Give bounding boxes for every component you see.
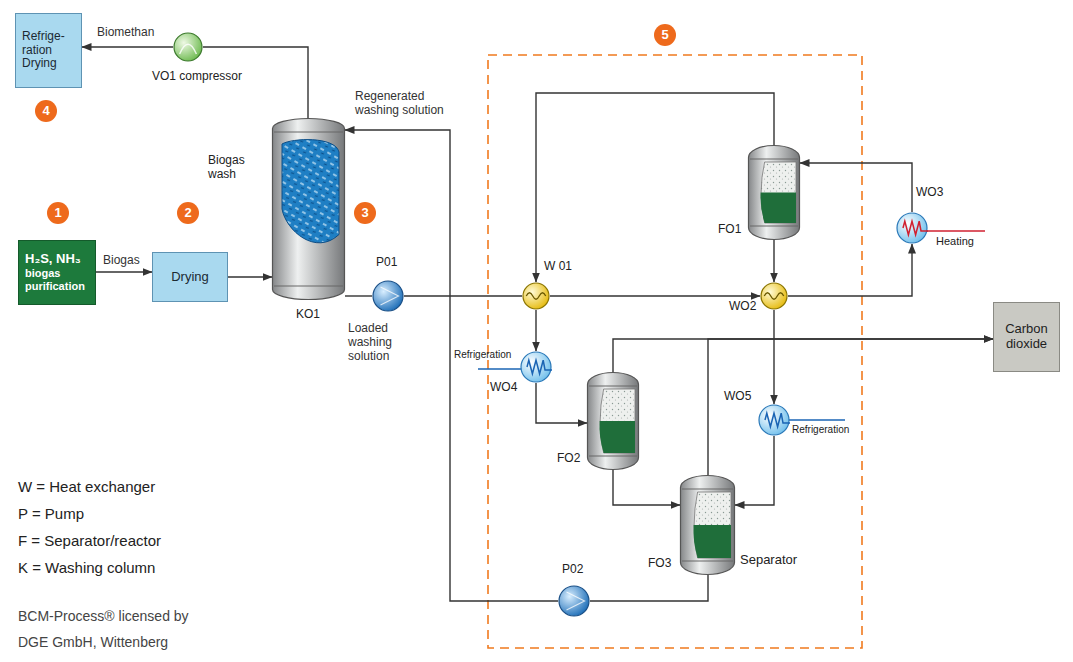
separator-vessel-shape <box>587 372 639 470</box>
equipment-tag: WO2 <box>729 300 756 314</box>
process-region <box>488 55 862 648</box>
stream-label: Loaded washing solution <box>348 322 418 363</box>
process-box: Refrige- rationDrying <box>15 13 82 88</box>
equipment-tag: W 01 <box>544 260 572 274</box>
heat-exchanger-symbol-shape <box>760 282 788 310</box>
cooler-symbol-shape <box>758 404 790 436</box>
flow-line <box>773 240 774 282</box>
key-text: W = Heat exchanger <box>18 478 155 495</box>
pump-symbol-shape <box>372 280 404 312</box>
flow-line <box>708 339 993 475</box>
washing-column-shape <box>272 118 345 300</box>
process-box: Drying <box>152 252 228 302</box>
product-box: Carbon dioxide <box>993 302 1060 372</box>
callout-number: 1 <box>47 202 69 224</box>
heat-exchanger-symbol-shape <box>522 282 550 310</box>
separator-vessel: FO2 <box>587 372 639 470</box>
equipment-tag: WO3 <box>916 186 943 200</box>
flow-line <box>345 295 372 296</box>
compressor-symbol-shape <box>173 32 203 62</box>
flow-line <box>96 271 152 272</box>
heater-symbol-shape <box>896 212 928 244</box>
separator-vessel: FO1 <box>748 145 800 240</box>
stream-label: Biogas <box>103 254 140 268</box>
callout-number: 3 <box>354 202 376 224</box>
cooler-symbol: RefrigerationWO4 <box>520 351 552 383</box>
flow-line <box>788 244 912 296</box>
key-text: F = Separator/reactor <box>18 532 161 549</box>
flow-line <box>550 295 760 296</box>
equipment-label: Separator <box>740 553 797 568</box>
flow-line <box>590 575 708 601</box>
equipment-tag: WO4 <box>490 381 517 395</box>
washing-column: Biogas washKO1 <box>272 118 345 300</box>
process-box: H₂S, NH₃biogas purification <box>18 240 96 305</box>
equipment-tag: WO5 <box>724 390 751 404</box>
callout-number: 2 <box>177 202 199 224</box>
flow-line <box>613 339 993 372</box>
stream-label: Regenerated washing solution <box>355 90 465 118</box>
pump-symbol: P02 <box>558 585 590 617</box>
heat-exchanger-symbol: W 01 <box>522 282 550 310</box>
flow-line <box>535 310 536 351</box>
pump-symbol-shape <box>558 585 590 617</box>
stream-label: Biomethan <box>97 26 154 40</box>
flow-line <box>773 310 774 404</box>
equipment-tag: KO1 <box>296 308 320 322</box>
box-label: biogas purification <box>25 267 89 292</box>
box-label: Refrige- ration <box>22 30 75 58</box>
key-text: P = Pump <box>18 505 84 522</box>
flow-line <box>735 436 774 505</box>
cooler-symbol: WO5Refrigeration <box>758 404 790 436</box>
heat-exchanger-symbol: WO2 <box>760 282 788 310</box>
box-label: Carbon dioxide <box>1000 322 1053 352</box>
equipment-tag: FO3 <box>648 557 671 571</box>
callout-number: 4 <box>35 100 57 122</box>
separator-vessel-shape <box>680 475 735 575</box>
box-label: Drying <box>22 57 75 71</box>
utility-label: Heating <box>936 235 974 248</box>
flow-line <box>800 163 912 212</box>
refrigeration-line <box>478 368 522 370</box>
equipment-tag: FO2 <box>557 452 580 466</box>
box-label: H₂S, NH₃ <box>25 252 89 267</box>
flow-line <box>82 46 173 47</box>
flow-line <box>536 383 587 423</box>
equipment-tag: P01 <box>376 256 397 270</box>
utility-label: Refrigeration <box>792 424 849 436</box>
box-label: Drying <box>159 270 221 285</box>
pump-symbol: P01 <box>372 280 404 312</box>
column-label: Biogas wash <box>208 154 266 182</box>
flow-line <box>404 295 522 296</box>
equipment-tag: FO1 <box>718 223 741 237</box>
flow-line <box>228 276 272 277</box>
callout-number: 5 <box>654 24 676 46</box>
refrigeration-line <box>788 419 845 421</box>
heater-symbol: WO3Heating <box>896 212 928 244</box>
key-text: K = Washing column <box>18 559 155 576</box>
flow-line <box>613 470 680 505</box>
cooler-symbol-shape <box>520 351 552 383</box>
credit-text: DGE GmbH, Wittenberg <box>18 634 168 650</box>
separator-vessel-shape <box>748 145 800 240</box>
flow-line <box>345 130 558 601</box>
compressor-symbol: VO1 compressor <box>173 32 203 62</box>
equipment-tag: P02 <box>562 563 583 577</box>
flow-line <box>536 93 774 282</box>
heating-line <box>926 230 985 232</box>
separator-vessel: FO3Separator <box>680 475 735 575</box>
utility-label: Refrigeration <box>454 349 511 361</box>
credit-text: BCM-Process® licensed by <box>18 608 189 624</box>
equipment-tag: VO1 compressor <box>152 70 242 84</box>
